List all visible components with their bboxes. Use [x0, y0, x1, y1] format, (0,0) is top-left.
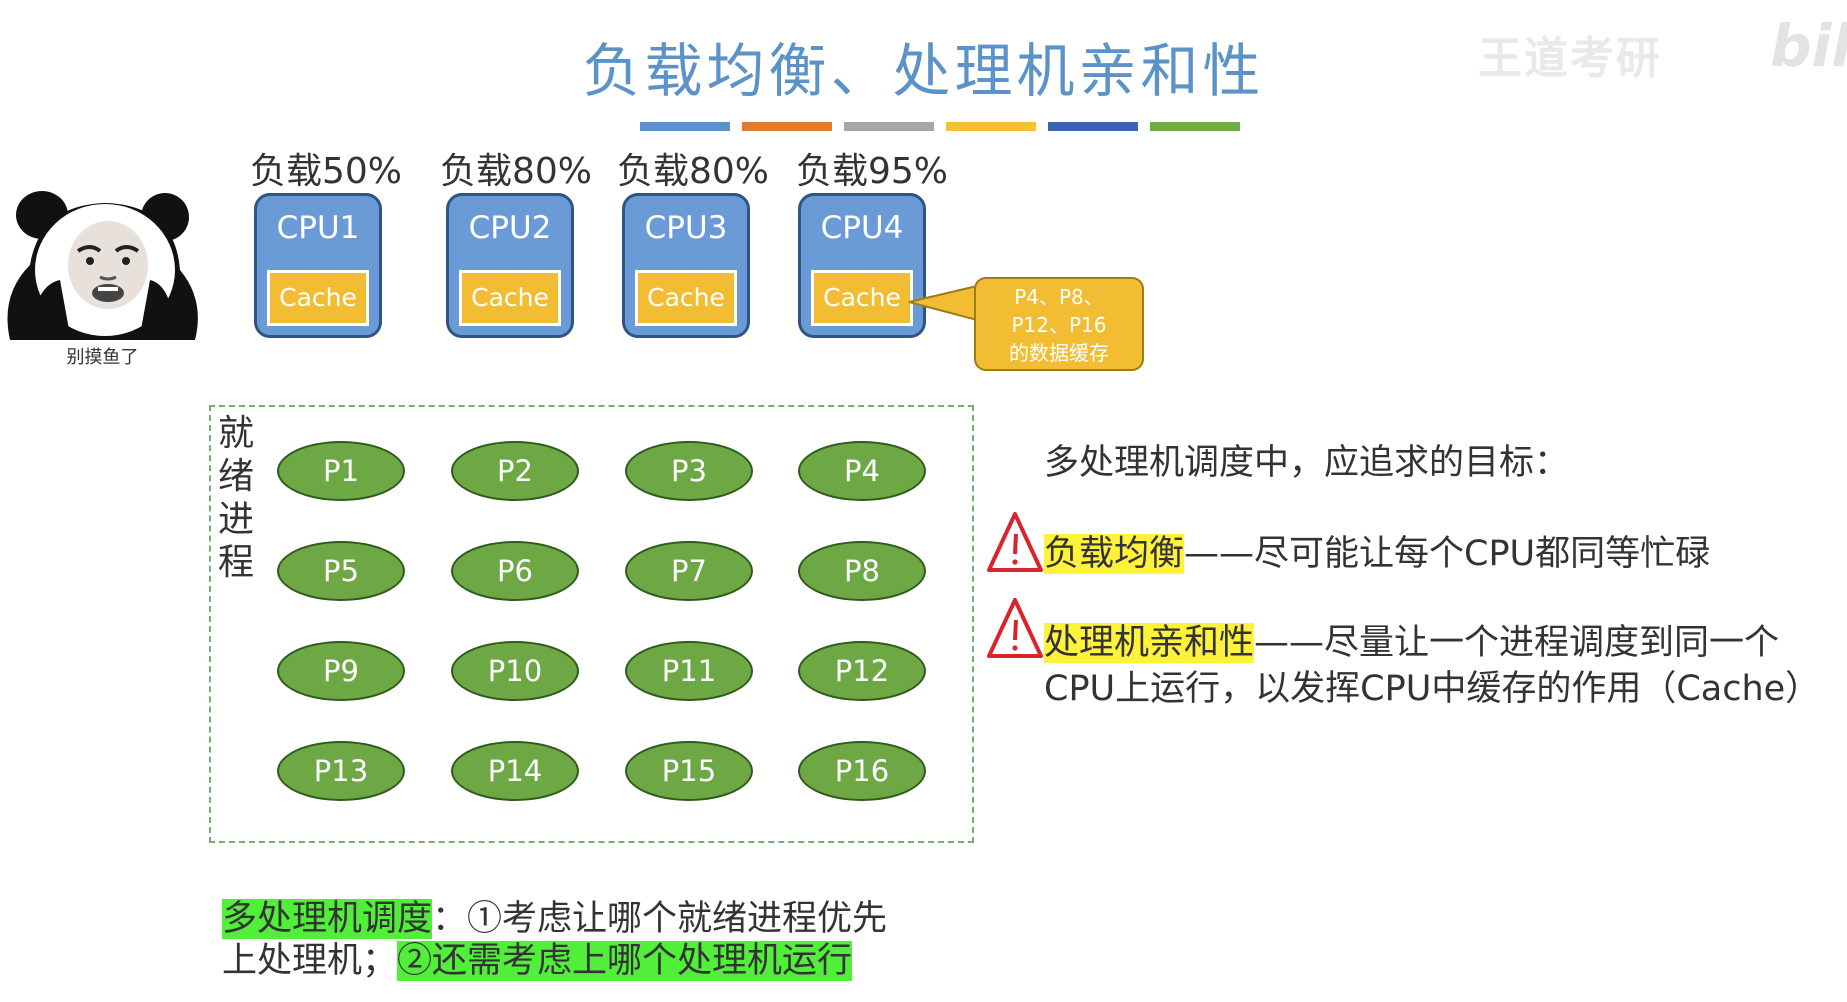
affinity-term: 处理机亲和性 [1044, 623, 1255, 663]
title-color-bars [640, 122, 1240, 131]
load-balance-desc: ——尽可能让每个CPU都同等忙碌 [1184, 534, 1711, 574]
callout-line-2: P12、P16 [1011, 313, 1107, 337]
cpu1-cache: Cache [267, 270, 369, 326]
process-p3: P3 [625, 441, 753, 501]
callout-line-3: 的数据缓存 [1009, 341, 1109, 365]
process-p14: P14 [451, 741, 579, 801]
process-p9: P9 [277, 641, 405, 701]
cpu2-load-label: 负载80% [440, 151, 593, 192]
multiprocessor-scheduling-term: 多处理机调度 [222, 899, 433, 939]
cpu1-load-label: 负载50% [250, 151, 403, 192]
bottom-part1: ：①考虑让哪个就绪进程优先 [432, 899, 888, 939]
cpu3-box: CPU3 Cache [622, 193, 750, 338]
bottom-note-line1: 多处理机调度：①考虑让哪个就绪进程优先 [222, 890, 887, 941]
process-p10: P10 [451, 641, 579, 701]
title-color-bar [1150, 122, 1240, 131]
title-color-bar [742, 122, 832, 131]
title-color-bar [640, 122, 730, 131]
ready-label-char: 绪 [218, 456, 255, 497]
affinity-desc-1: ——尽量让一个进程调度到同一个 [1254, 623, 1780, 663]
cpu1-box: CPU1 Cache [254, 193, 382, 338]
process-p8: P8 [798, 541, 926, 601]
cpu3-name: CPU3 [644, 210, 728, 246]
ready-process-pool [209, 405, 974, 843]
process-p4: P4 [798, 441, 926, 501]
bilibili-logo-icon: bili [1770, 12, 1847, 80]
panda-meme-image [7, 191, 198, 340]
title-color-bar [946, 122, 1036, 131]
cpu2-cache: Cache [459, 270, 561, 326]
warning-icon [987, 598, 1043, 658]
process-p5: P5 [277, 541, 405, 601]
cache-data-callout: P4、P8、 P12、P16 的数据缓存 [974, 277, 1144, 371]
bottom-note-line2: 上处理机；②还需考虑上哪个处理机运行 [222, 932, 853, 983]
cpu1-name: CPU1 [276, 210, 360, 246]
cpu4-load-label: 负载95% [796, 151, 949, 192]
process-p2: P2 [451, 441, 579, 501]
load-balance-term: 负载均衡 [1044, 534, 1185, 574]
cpu4-cache: Cache [811, 270, 913, 326]
title-color-bar [844, 122, 934, 131]
title-color-bar [1048, 122, 1138, 131]
affinity-desc-2: CPU上运行，以发挥CPU中缓存的作用（Cache） [1044, 669, 1821, 709]
process-p6: P6 [451, 541, 579, 601]
cpu2-name: CPU2 [468, 210, 552, 246]
bottom-part2: 上处理机； [222, 941, 398, 981]
warning-icon [987, 512, 1043, 572]
ready-label-char: 就 [218, 413, 255, 454]
process-p12: P12 [798, 641, 926, 701]
page-title: 负载均衡、处理机亲和性 [582, 37, 1265, 105]
goal-load-balance: 负载均衡——尽可能让每个CPU都同等忙碌 [1044, 525, 1710, 576]
ready-process-label: 就 绪 进 程 [218, 412, 262, 584]
cpu2-box: CPU2 Cache [446, 193, 574, 338]
cpu3-cache: Cache [635, 270, 737, 326]
cpu4-box: CPU4 Cache [798, 193, 926, 338]
callout-pointer [908, 284, 978, 322]
process-p16: P16 [798, 741, 926, 801]
process-p13: P13 [277, 741, 405, 801]
process-p7: P7 [625, 541, 753, 601]
ready-label-char: 进 [218, 499, 255, 540]
goals-title: 多处理机调度中，应追求的目标： [1044, 443, 1570, 483]
process-p15: P15 [625, 741, 753, 801]
watermark-text: 王道考研 [1478, 33, 1662, 84]
cpu4-name: CPU4 [820, 210, 904, 246]
cpu3-load-label: 负载80% [617, 151, 770, 192]
meme-caption: 别摸鱼了 [66, 347, 139, 368]
goal-affinity-line1: 处理机亲和性——尽量让一个进程调度到同一个 [1044, 614, 1779, 665]
process-p1: P1 [277, 441, 405, 501]
callout-line-1: P4、P8、 [1014, 285, 1104, 309]
bottom-part3: ②还需考虑上哪个处理机运行 [397, 941, 853, 981]
ready-label-char: 程 [218, 542, 255, 583]
process-p11: P11 [625, 641, 753, 701]
